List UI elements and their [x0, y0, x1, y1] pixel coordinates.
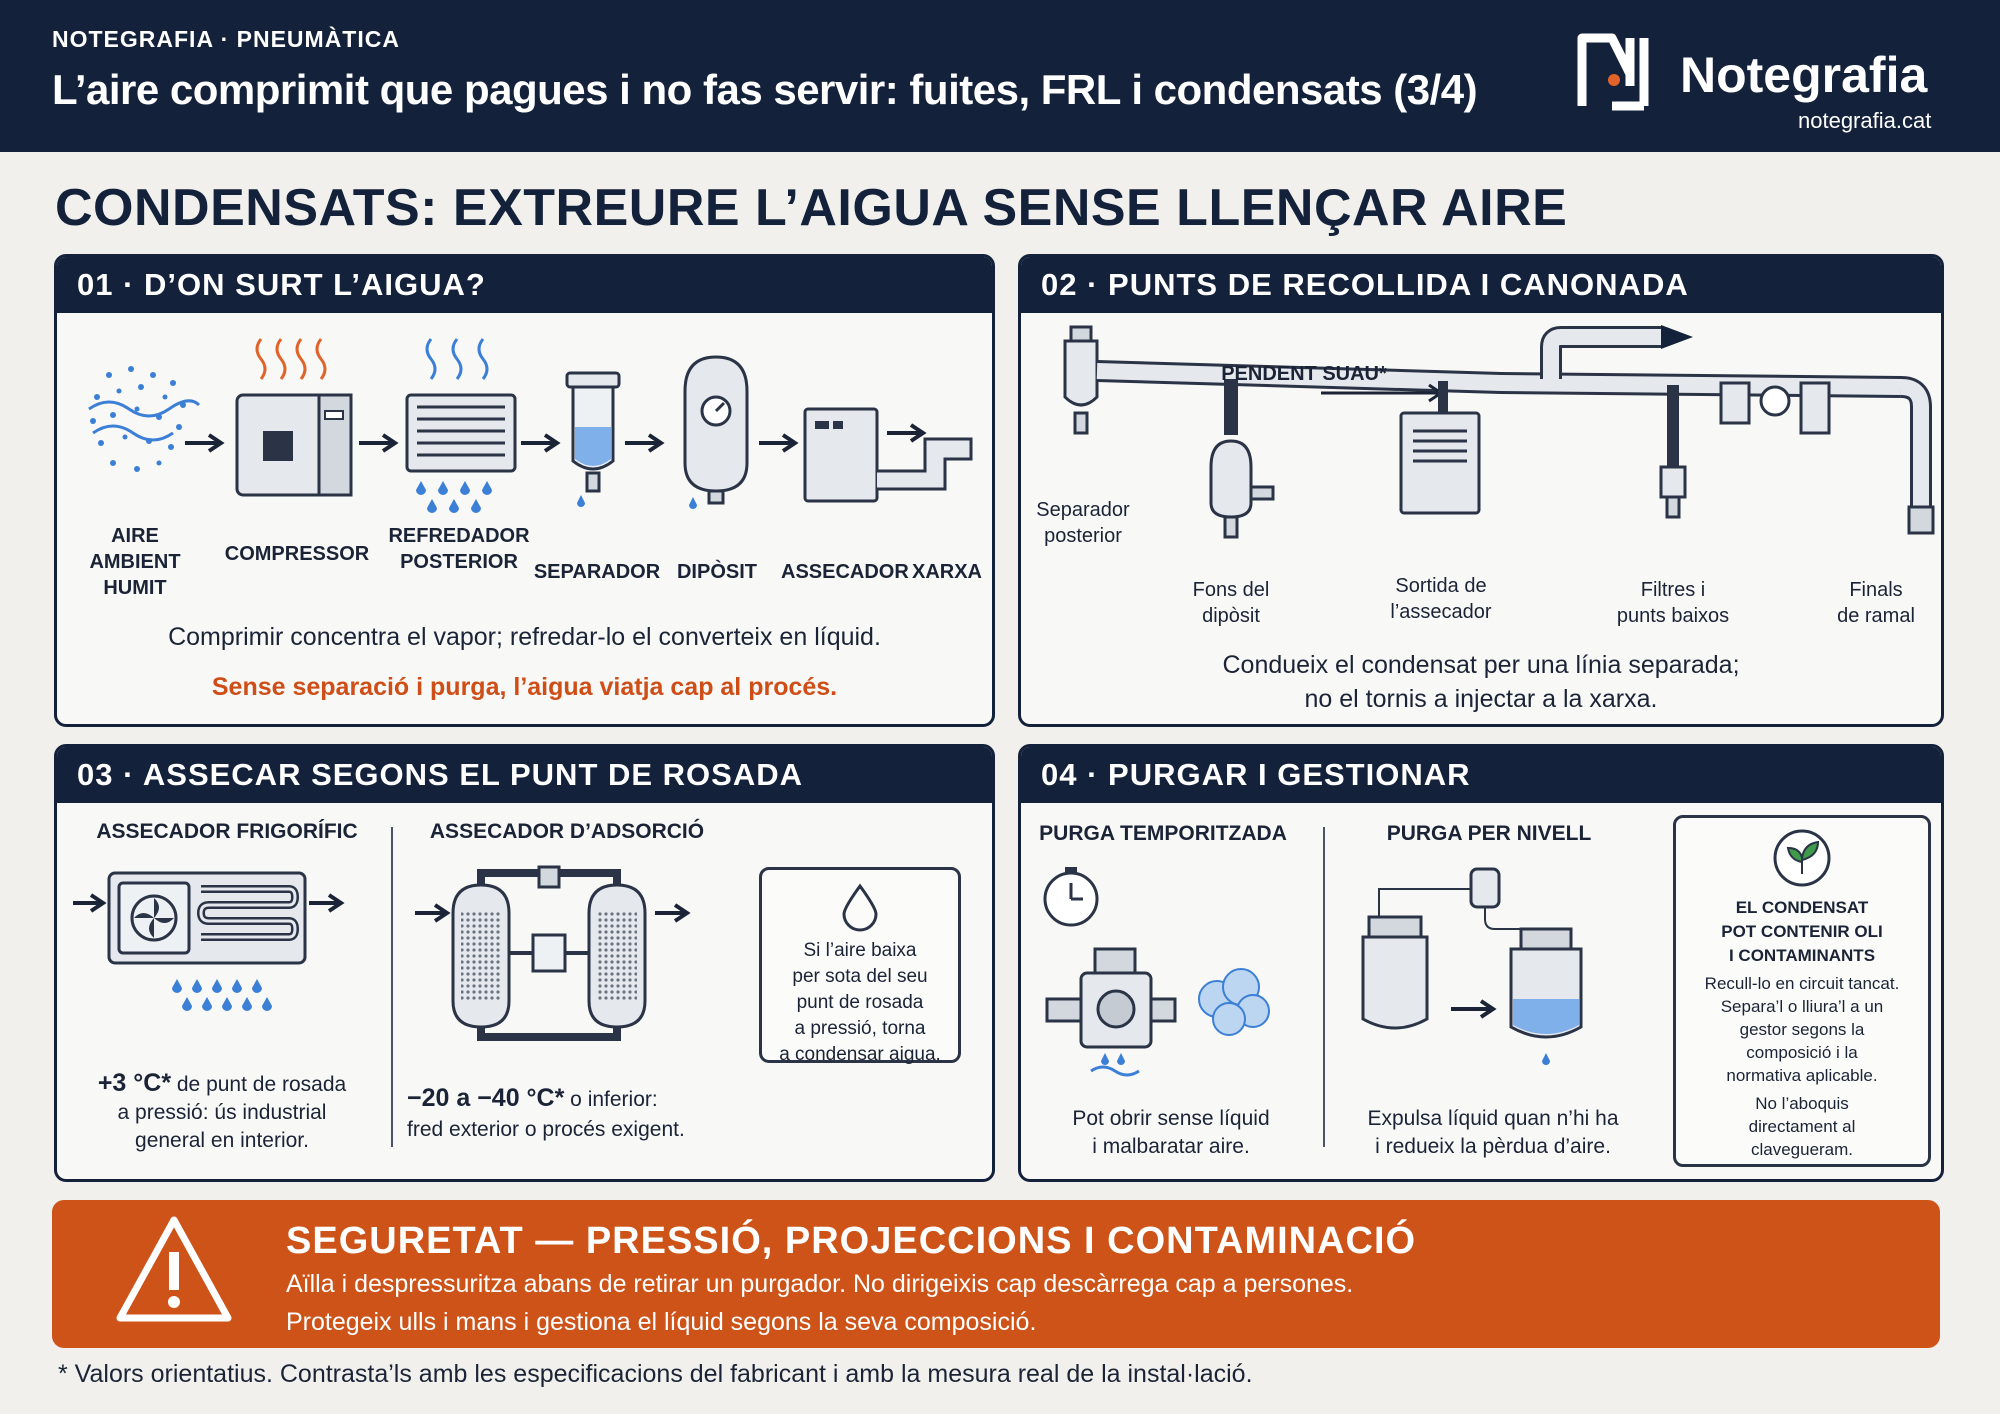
step-label-compressor: COMPRESSOR: [224, 543, 370, 565]
panel-collection-points: 02 · PUNTS DE RECOLLIDA I CANONADA: [1018, 254, 1944, 727]
separator-icon: [565, 371, 621, 507]
fridge-text-1: de punt de rosada: [171, 1073, 347, 1096]
panel2-caption-2: no el tornis a injectar a la xarxa.: [1304, 685, 1658, 713]
main-title: CONDENSATS: EXTREURE L’AIGUA SENSE LLENÇ…: [55, 179, 1568, 237]
arrow-icon: [359, 433, 399, 453]
panel-title: 02 · PUNTS DE RECOLLIDA I CANONADA: [1021, 257, 1941, 313]
panel2-caption-1: Condueix el condensat per una línia sepa…: [1222, 651, 1740, 679]
refrigerated-dryer-icon: [73, 871, 345, 1011]
fridge-text-2: a pressió: ús industrial: [117, 1101, 327, 1124]
environment-note: EL CONDENSAT POT CONTENIR OLI I CONTAMIN…: [1673, 815, 1931, 1167]
point-rear-separator: Separador posterior: [1036, 499, 1130, 547]
divider: [1323, 827, 1325, 1147]
panel-title: 04 · PURGAR I GESTIONAR: [1021, 747, 1941, 803]
panel1-caption: Comprimir concentra el vapor; refredar-l…: [168, 623, 881, 651]
compressor-icon: [235, 338, 353, 497]
step-label-network: XARXA: [911, 561, 982, 583]
safety-line-2: Protegeix ulls i mans i gestiona el líqu…: [286, 1308, 1037, 1336]
timed-purge-title: PURGA TEMPORITZADA: [1039, 822, 1287, 845]
divider: [391, 827, 393, 1147]
safety-banner: SEGURETAT — PRESSIÓ, PROJECCIONS I CONTA…: [52, 1200, 1940, 1348]
brand-url[interactable]: notegrafia.cat: [1798, 108, 1932, 133]
environment-note-text-2: No l’aboquis directament al clavegueram.: [1748, 1094, 1856, 1159]
panel-dew-point: 03 · ASSECAR SEGONS EL PUNT DE ROSADA AS…: [54, 744, 995, 1182]
dew-point-note: Si l’aire baixa per sota del seu punt de…: [759, 867, 961, 1065]
leaf-icon: [1773, 829, 1831, 887]
humid-air-icon: [88, 366, 201, 472]
timed-purge-text: Pot obrir sense líquid i malbaratar aire…: [1072, 1107, 1270, 1158]
adsorption-dryer-title: ASSECADOR D’ADSORCIÓ: [429, 820, 705, 843]
aftercooler-icon: [405, 338, 517, 513]
point-branch-ends: Finals de ramal: [1837, 579, 1915, 627]
panel-title: 03 · ASSECAR SEGONS EL PUNT DE ROSADA: [57, 747, 992, 803]
adsorption-dew-value: −20 a −40 °C*: [407, 1084, 565, 1112]
point-filters: Filtres i punts baixos: [1616, 579, 1730, 627]
step-label-dryer: ASSECADOR: [781, 561, 909, 583]
piping-diagram: [1063, 325, 1935, 539]
header-kicker: NOTEGRAFIA · PNEUMÀTICA: [52, 26, 400, 52]
point-dryer-outlet: Sortida de l’assecador: [1390, 575, 1492, 623]
header-bar: NOTEGRAFIA · PNEUMÀTICA L’aire comprimit…: [0, 0, 2000, 152]
environment-note-title: EL CONDENSAT POT CONTENIR OLI I CONTAMIN…: [1721, 898, 1883, 965]
arrow-icon: [759, 433, 799, 453]
environment-note-text-1: Recull-lo en circuit tancat. Separa’l o …: [1704, 974, 1900, 1085]
point-tank-bottom: Fons del dipòsit: [1192, 579, 1270, 627]
footnote: * Valors orientatius. Contrasta’ls amb l…: [58, 1360, 1253, 1388]
drop-icon: [842, 883, 878, 932]
step-label-tank: DIPÒSIT: [676, 561, 757, 583]
safety-line-1: Aïlla i despressuritza abans de retirar …: [286, 1270, 1354, 1298]
level-purge-text: Expulsa líquid quan n’hi ha i redueix la…: [1367, 1107, 1619, 1158]
panel-water-origin: 01 · D’ON SURT L’AIGUA? AIRE AMBIENT HUM…: [54, 254, 995, 727]
timed-purge-icon: [1043, 867, 1270, 1077]
panel1-warning: Sense separació i purga, l’aigua viatja …: [211, 673, 838, 701]
arrow-icon: [521, 433, 561, 453]
ads-text-1: o inferior:: [564, 1088, 658, 1111]
tank-icon: [683, 355, 749, 509]
safety-title: SEGURETAT — PRESSIÓ, PROJECCIONS I CONTA…: [286, 1220, 1417, 1262]
adsorption-dryer-icon: [415, 865, 691, 1041]
arrow-icon: [185, 433, 225, 453]
slope-label: PENDENT SUAU*: [1221, 363, 1387, 385]
fridge-dryer-text: +3 °C* de punt de rosada a pressió: ús i…: [67, 1069, 377, 1155]
level-purge-icon: [1361, 867, 1583, 1065]
level-purge-title: PURGA PER NIVELL: [1386, 822, 1592, 845]
fridge-text-3: general en interior.: [135, 1129, 309, 1152]
adsorption-dryer-text: −20 a −40 °C* o inferior: fred exterior …: [407, 1083, 717, 1145]
rear-separator-icon: [1069, 325, 1093, 343]
header-title: L’aire comprimit que pagues i no fas ser…: [52, 66, 1478, 113]
ads-text-2: fred exterior o procés exigent.: [407, 1118, 685, 1141]
dryer-icon: [803, 407, 973, 503]
panel-purge: 04 · PURGAR I GESTIONAR PURGA TEMPORITZA…: [1018, 744, 1944, 1182]
fridge-dew-value: +3 °C*: [97, 1069, 172, 1097]
dew-point-note-text: Si l’aire baixa per sota del seu punt de…: [779, 940, 941, 1065]
step-label-separator: SEPARADOR: [533, 561, 661, 583]
step-label-cooler: REFREDADOR POSTERIOR: [388, 525, 530, 573]
panel-title: 01 · D’ON SURT L’AIGUA?: [57, 257, 992, 313]
fridge-dryer-title: ASSECADOR FRIGORÍFIC: [96, 820, 358, 843]
warning-icon: [116, 1216, 232, 1322]
notegrafia-logo-icon: [1577, 33, 1649, 111]
arrow-icon: [625, 433, 665, 453]
step-label-air: AIRE AMBIENT HUMIT: [89, 525, 181, 599]
brand-name[interactable]: Notegrafia: [1680, 47, 1928, 103]
